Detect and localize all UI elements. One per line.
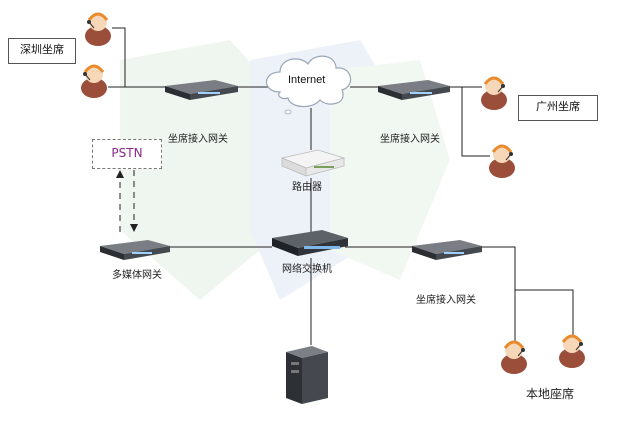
pstn-box: PSTN <box>92 139 162 169</box>
line-gw-bottom-local <box>480 246 574 335</box>
router-icon <box>280 149 346 177</box>
call-center-server-icon <box>286 346 328 404</box>
seat-gateway-bottom-icon <box>412 240 482 260</box>
agent-icon <box>559 334 585 368</box>
seat-gateway-right-label: 坐席接入网关 <box>380 134 440 145</box>
agent-icon <box>81 64 107 98</box>
internet-label: Internet <box>288 74 326 86</box>
seat-gateway-left-icon <box>165 80 238 100</box>
pstn-arrow-up <box>116 170 124 232</box>
agent-icon <box>85 12 111 46</box>
agent-icon <box>489 144 515 178</box>
router-label: 路由器 <box>292 182 322 193</box>
network-switch-icon <box>272 230 348 256</box>
line-gw-right-seat2 <box>461 87 490 157</box>
pstn-arrow-down <box>130 170 138 232</box>
multimedia-gateway-label: 多媒体网关 <box>112 270 162 281</box>
switch-label: 网络交换机 <box>282 264 332 275</box>
seat-gateway-bottom-label: 坐席接入网关 <box>416 295 476 306</box>
internet-cloud-icon <box>265 55 352 115</box>
multimedia-gateway-icon <box>100 240 170 260</box>
agent-icon <box>501 340 527 374</box>
agent-icon <box>481 76 507 110</box>
seat-gateway-left-label: 坐席接入网关 <box>168 134 228 145</box>
seat-gateway-right-icon <box>378 80 450 100</box>
guangzhou-seat-label: 广州坐席 <box>518 95 598 121</box>
shenzhen-seat-label: 深圳坐席 <box>8 38 76 64</box>
local-seat-label: 本地座席 <box>526 387 575 401</box>
